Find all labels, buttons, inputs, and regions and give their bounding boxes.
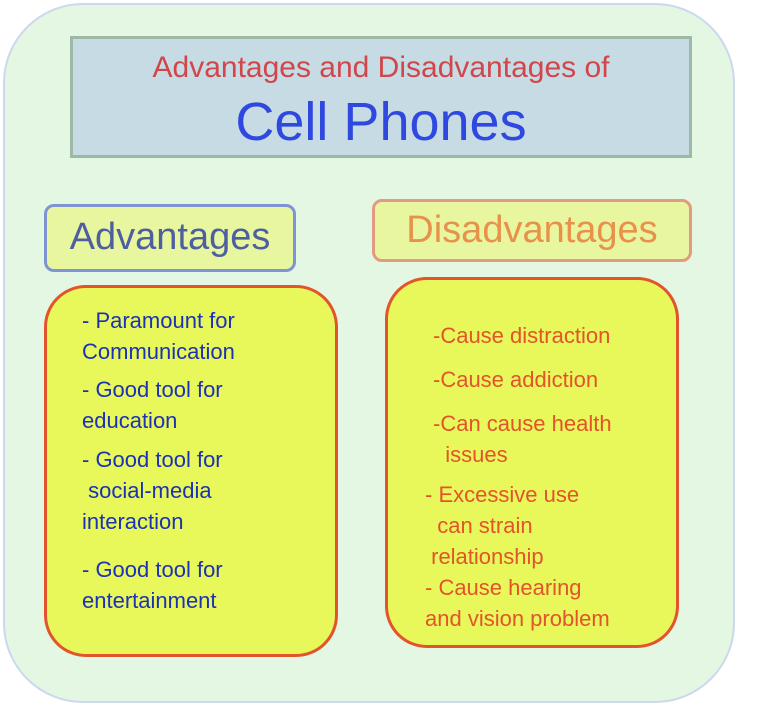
disadvantage-line: - Excessive use [425,482,580,507]
title-box: Advantages and Disadvantages of Cell Pho… [70,36,692,158]
advantages-heading: Advantages [44,204,296,272]
disadvantage-line: - Cause hearing [425,575,582,600]
disadvantage-line: -Cause addiction [433,367,599,392]
advantages-list: - Paramount for Communication - Good too… [44,285,338,657]
advantage-line: - Good tool for [82,557,223,582]
disadvantage-line: relationship [425,544,544,569]
advantage-line: social-media [82,478,212,503]
advantage-line: - Good tool for [82,377,223,402]
disadvantage-line: -Can cause health [433,411,612,436]
title-main: Cell Phones [235,92,527,152]
advantage-line: education [82,408,178,433]
disadvantages-heading: Disadvantages [372,199,692,262]
disadvantage-line: -Cause distraction [433,323,611,348]
advantage-line: - Good tool for [82,447,223,472]
advantage-line: interaction [82,509,184,534]
disadvantages-list: -Cause distraction -Cause addiction -Can… [385,277,679,648]
disadvantage-line: and vision problem [425,606,610,631]
advantage-line: entertainment [82,588,217,613]
title-subtitle: Advantages and Disadvantages of [152,51,610,84]
advantage-line: Communication [82,339,235,364]
disadvantage-line: can strain [425,513,533,538]
advantage-line: - Paramount for [82,308,235,333]
disadvantage-line: issues [433,442,508,467]
